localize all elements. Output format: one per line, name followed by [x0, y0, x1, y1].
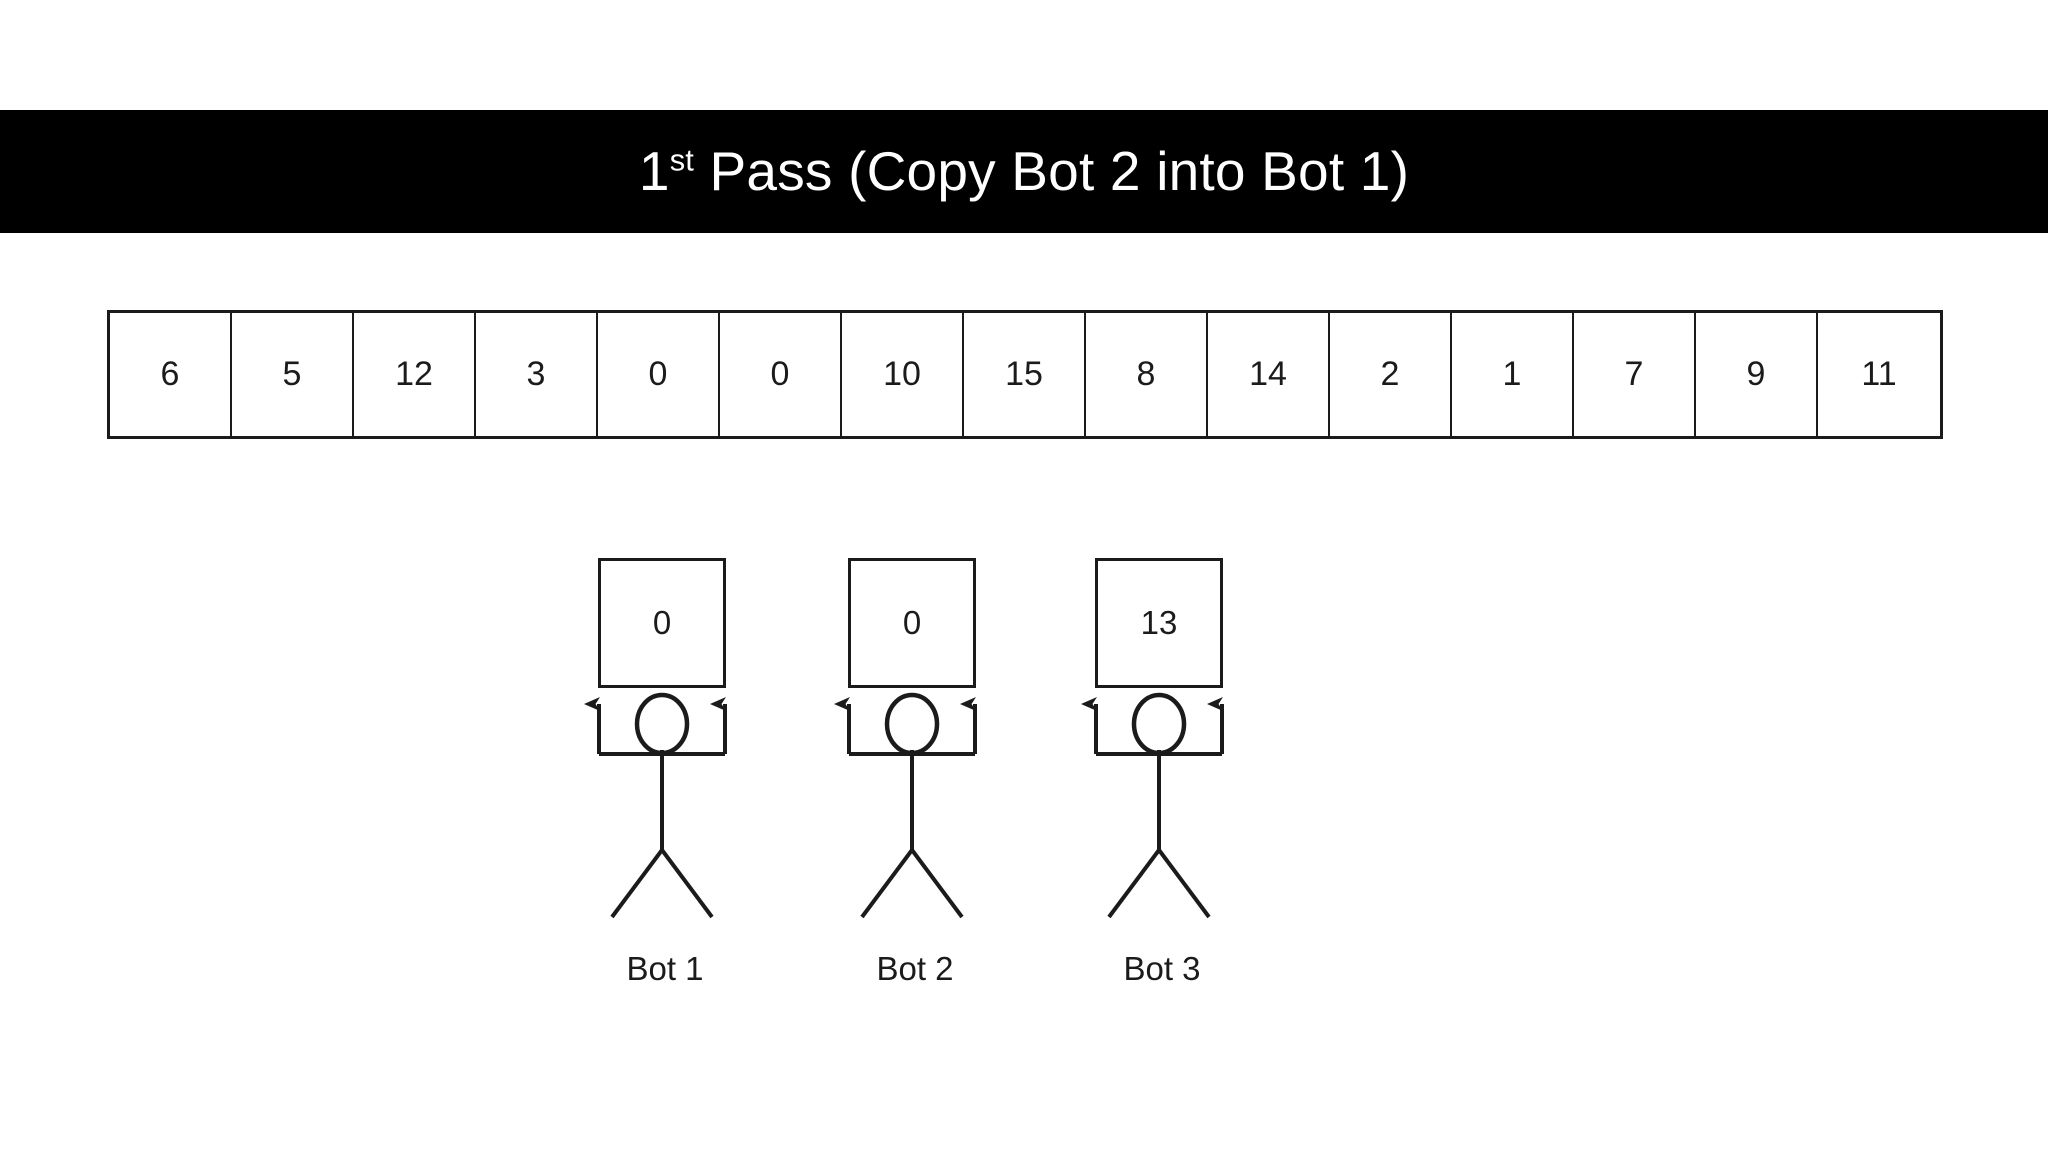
bot-register-box[interactable]: 0: [848, 558, 976, 688]
bot-stick-figure: [1032, 682, 1292, 942]
array-cell[interactable]: 7: [1574, 313, 1696, 436]
bot-2: 0 Bot 2: [785, 552, 1045, 1002]
array-cell[interactable]: 0: [720, 313, 842, 436]
bot-1: 0 Bot 1: [535, 552, 795, 1002]
title-prefix: 1: [638, 140, 670, 202]
array-cell[interactable]: 3: [476, 313, 598, 436]
page-title: 1st Pass (Copy Bot 2 into Bot 1): [639, 144, 1409, 199]
array-cell[interactable]: 1: [1452, 313, 1574, 436]
bot-register-box[interactable]: 0: [598, 558, 726, 688]
bot-register-box[interactable]: 13: [1095, 558, 1223, 688]
title-bar: 1st Pass (Copy Bot 2 into Bot 1): [0, 110, 2048, 233]
bot-label: Bot 3: [1123, 950, 1201, 987]
array-cell[interactable]: 15: [964, 313, 1086, 436]
array-cell[interactable]: 9: [1696, 313, 1818, 436]
array-cell[interactable]: 10: [842, 313, 964, 436]
bot-stick-figure: [785, 682, 1045, 942]
array-cell[interactable]: 6: [110, 313, 232, 436]
array-cell[interactable]: 5: [232, 313, 354, 436]
bot-label: Bot 1: [626, 950, 704, 987]
array-cell[interactable]: 2: [1330, 313, 1452, 436]
bot-label: Bot 2: [876, 950, 954, 987]
array-cell[interactable]: 12: [354, 313, 476, 436]
array-cell[interactable]: 11: [1818, 313, 1940, 436]
title-ordinal-suffix: st: [669, 142, 695, 178]
stick-figure-icon: [1081, 692, 1224, 919]
bot-stick-figure: [535, 682, 795, 942]
bot-3: 13 Bot 3: [1032, 552, 1292, 1002]
stick-figure-icon: [834, 692, 977, 919]
array-cell[interactable]: 14: [1208, 313, 1330, 436]
array-cell[interactable]: 8: [1086, 313, 1208, 436]
title-rest: Pass (Copy Bot 2 into Bot 1): [694, 140, 1410, 202]
array-cell[interactable]: 0: [598, 313, 720, 436]
stick-figure-icon: [584, 692, 727, 919]
